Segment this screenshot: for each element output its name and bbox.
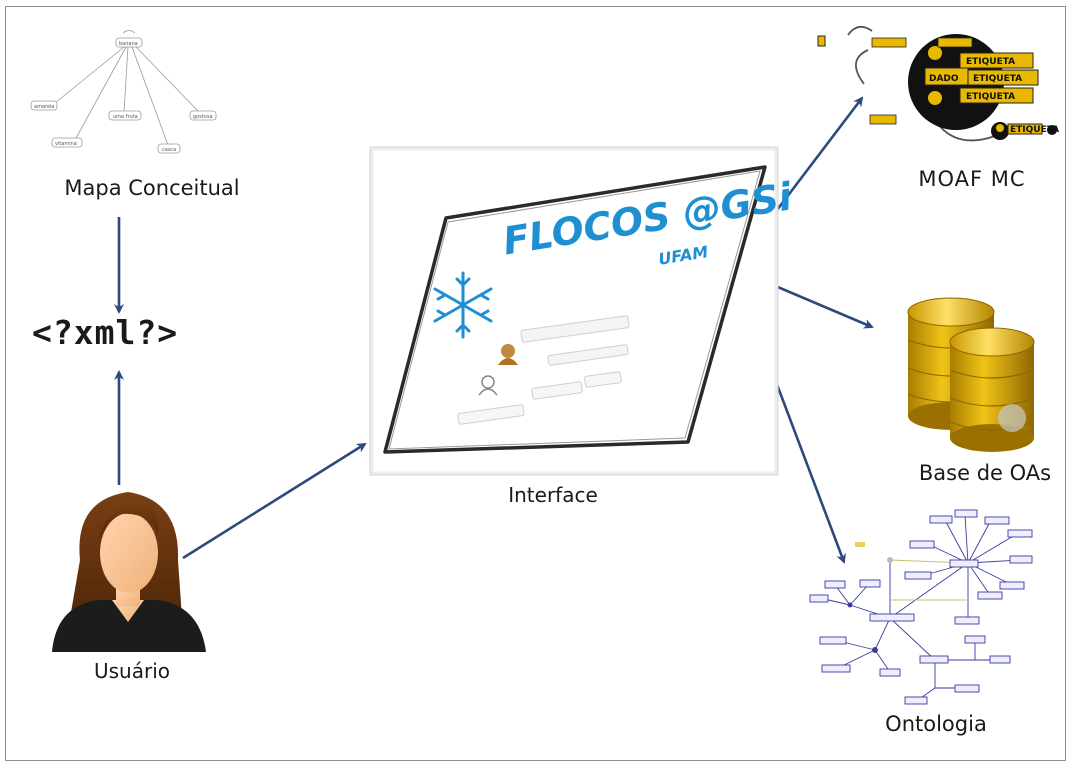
svg-text:gostosa: gostosa <box>193 114 213 120</box>
label-interface: Interface <box>508 483 598 507</box>
label-moaf-mc: MOAF MC <box>918 167 1026 191</box>
svg-text:DADO: DADO <box>929 74 959 84</box>
label-ontologia: Ontologia <box>885 712 987 736</box>
svg-text:ETIQUETA: ETIQUETA <box>966 92 1015 102</box>
svg-text:ETIQUETA: ETIQUETA <box>1010 125 1059 135</box>
user-outline-icon <box>478 375 498 396</box>
label-usuario: Usuário <box>93 659 171 683</box>
svg-text:banana: banana <box>119 41 138 47</box>
svg-text:amarela: amarela <box>34 104 54 110</box>
arrow-usuario-to-interface <box>182 442 367 560</box>
svg-text:ETIQUETA: ETIQUETA <box>966 57 1015 67</box>
svg-text:uma fruta: uma fruta <box>113 114 138 120</box>
snowflake-icon <box>433 271 493 339</box>
label-mapa-conceitual: Mapa Conceitual <box>64 176 240 200</box>
user-login-icon <box>498 344 518 365</box>
svg-text:casca: casca <box>162 147 176 153</box>
concept-map-icon: banana amarela vitamina uma fruta casca … <box>30 30 217 154</box>
database-icon <box>907 297 1035 452</box>
diagram-frame <box>5 6 1066 761</box>
user-avatar-icon <box>52 492 206 652</box>
label-base-de-oas: Base de OAs <box>918 461 1052 485</box>
svg-text:ETIQUETA: ETIQUETA <box>973 74 1022 84</box>
svg-text:vitamina: vitamina <box>55 141 77 147</box>
xml-node: <?xml?> <box>32 313 179 352</box>
moaf-diagram: DADO ETIQUETA ETIQUETA ETIQUETA ETIQUETA <box>817 25 1059 142</box>
ontology-graph-icon <box>809 509 1033 705</box>
interface-screenshot <box>369 146 779 476</box>
